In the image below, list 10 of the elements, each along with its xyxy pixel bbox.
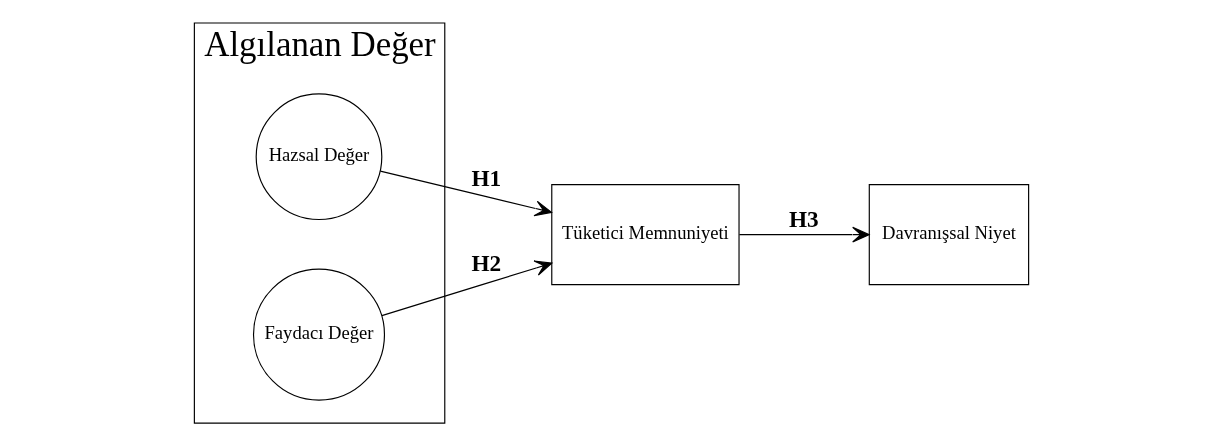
- edge-label: H1: [471, 164, 501, 191]
- node-circle: Hazsal Değer: [255, 92, 382, 220]
- edge-label: H3: [788, 204, 819, 231]
- node-circle: Faydacı Değer: [252, 268, 385, 401]
- edge-label: H2: [471, 249, 501, 276]
- arrow: [379, 170, 552, 216]
- arrow: [738, 226, 870, 243]
- arrow: [380, 259, 552, 316]
- node-box: Tüketici Memnuniyeti: [550, 183, 740, 285]
- node-box: Davranışsal Niyet: [868, 183, 1029, 285]
